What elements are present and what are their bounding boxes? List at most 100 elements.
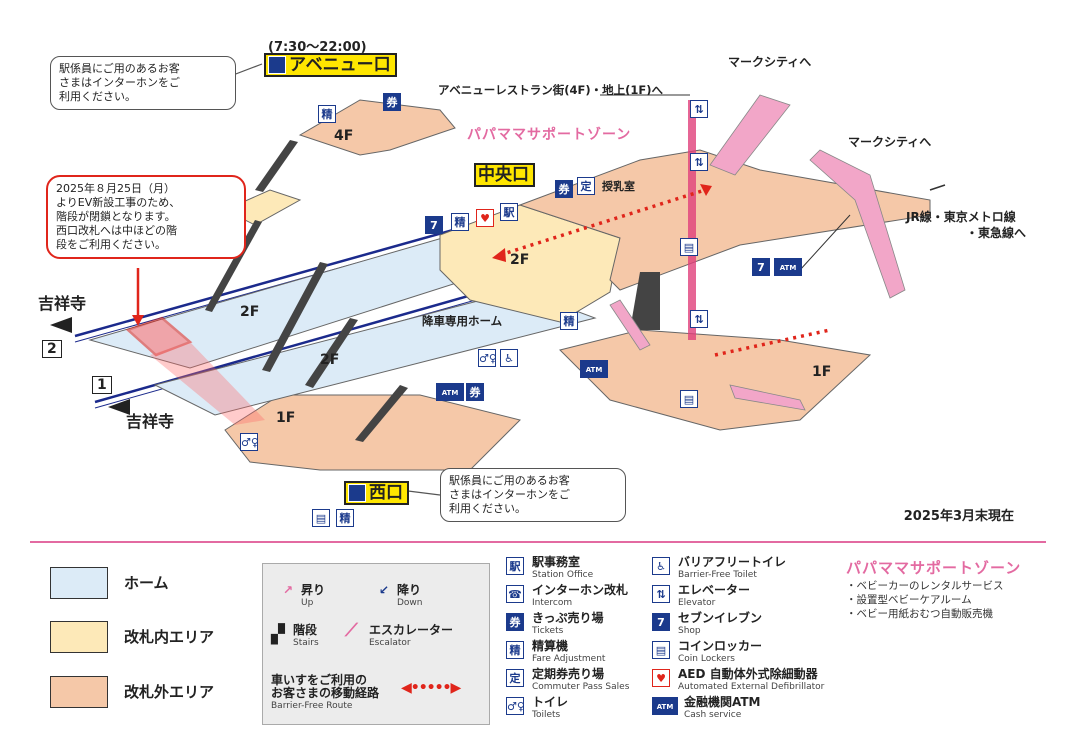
area-1f-east <box>559 329 872 431</box>
station-map <box>50 63 946 496</box>
track-2-badge: 2 <box>42 340 62 358</box>
coin-locker-icon: ▤ <box>652 641 670 659</box>
intercom-callout-bottom: 駅係員にご用のあるお客 さまはインターホンをご 利用ください。 <box>440 468 626 522</box>
floor-2f-platform-1: 2F <box>320 352 340 368</box>
legend-facility-ja: AED 自動体外式除細動器 <box>678 667 818 681</box>
commuter-pass-icon: 定 <box>577 177 595 195</box>
legend-facility-ja: エレベーター <box>678 583 751 597</box>
area-2f-outside-gate <box>518 149 931 291</box>
legend-facility-en: Commuter Pass Sales <box>532 682 630 692</box>
legend-down-en: Down <box>397 598 423 608</box>
tickets-icon: 券 <box>506 613 524 631</box>
stairs-icon: ▞ <box>271 624 285 645</box>
mark-city-label-1: マークシティへ <box>728 55 812 69</box>
intercom-callout-top: 駅係員にご用のあるお客 さまはインターホンをご 利用ください。 <box>50 56 236 110</box>
coin-locker-icon: ▤ <box>312 509 330 527</box>
floor-2f-platform-2: 2F <box>240 304 260 320</box>
central-exit-text: 中央口 <box>478 165 529 185</box>
legend-papamama-item: ・ベビーカーのレンタルサービス <box>846 580 1004 592</box>
stairs-main-c <box>305 318 358 388</box>
legend-swatch-platform <box>50 567 108 599</box>
atm-icon: ATM <box>774 258 802 276</box>
escalator-group <box>609 94 906 411</box>
papamama-zone-label: パパママサポートゾーン <box>467 127 632 143</box>
atm-icon: ATM <box>580 360 608 378</box>
atm-icon: ATM <box>652 697 678 715</box>
stairs-west <box>355 385 408 442</box>
legend-facility-en: Cash service <box>684 710 742 720</box>
avenue-restaurant-label: アベニューレストラン街(4F)・地上(1F)へ <box>438 83 664 97</box>
stairs-main-b <box>262 262 328 372</box>
escalator-icon: ⟋ <box>345 620 358 641</box>
legend-facility-ja: トイレ <box>532 695 569 709</box>
intercom-icon: ☎ <box>506 585 524 603</box>
shop-icon: 7 <box>752 258 770 276</box>
fare-adjustment-icon: 精 <box>318 105 336 123</box>
fare-adjustment-icon: 精 <box>336 509 354 527</box>
legend-facility-en: Tickets <box>532 626 564 636</box>
escalator-1f-south <box>609 299 651 351</box>
fare-adjustment-icon: 精 <box>506 641 524 659</box>
legend-swatch-inside-gate <box>50 621 108 653</box>
legend-facility-en: Coin Lockers <box>678 654 735 664</box>
aed-icon: ♥ <box>652 669 670 687</box>
notice-pointer-head <box>132 315 144 326</box>
avenue-exit-text: アベニュー口 <box>289 55 391 75</box>
legend-stairs-text: 階段 <box>293 623 318 637</box>
legend-facility-en: Elevator <box>678 598 716 608</box>
legend-facility-en: Barrier-Free Toilet <box>678 570 757 580</box>
legend-facility-ja: きっぷ売り場 <box>532 611 604 625</box>
legend-papamama-title: パパママサポートゾーン <box>846 559 1022 577</box>
jr-leader <box>929 184 946 191</box>
tickets-icon: 券 <box>466 383 484 401</box>
commuter-pass-icon: 定 <box>506 669 524 687</box>
shop-icon: 7 <box>425 216 443 234</box>
avenue-exit-label[interactable]: アベニュー口 <box>264 53 397 77</box>
kichijoji-label-top: 吉祥寺 <box>38 294 87 313</box>
shop-icon: 7 <box>652 613 670 631</box>
closed-stairs-highlight <box>125 316 193 357</box>
nursing-room-label: 授乳室 <box>602 180 635 193</box>
legend-papamama-item: ・設置型ベビーケアルーム <box>846 594 972 606</box>
legend-route-text-1: 車いすをご利用の <box>271 673 368 687</box>
aed-icon: ♥ <box>476 209 494 227</box>
alighting-platform-label: 降車専用ホーム <box>422 314 503 328</box>
tickets-icon: 券 <box>555 180 573 198</box>
elevator-shaft <box>688 100 696 340</box>
avenue-hours: (7:30〜22:00) <box>268 40 367 55</box>
station-office-icon: 駅 <box>506 557 524 575</box>
legend-facility-en: Station Office <box>532 570 594 580</box>
west-exit-label[interactable]: 西口 <box>344 481 409 505</box>
coin-locker-icon: ▤ <box>680 390 698 408</box>
arrow-kichijoji-bottom <box>108 399 130 415</box>
legend-label-outside-gate: 改札外エリア <box>124 683 215 701</box>
arrow-kichijoji-top <box>50 317 72 333</box>
barrier-free-route <box>499 188 831 357</box>
floor-4f: 4F <box>334 128 354 144</box>
legend-up-text: 昇り <box>301 583 326 597</box>
central-exit-label[interactable]: 中央口 <box>474 163 535 187</box>
elevator-icon: ⇅ <box>652 585 670 603</box>
route-arrow-left <box>492 248 506 262</box>
legend-route-text-2: お客さまの移動経路 <box>271 686 380 700</box>
escalator-mark-city-1 <box>709 94 791 176</box>
station-office-icon: 駅 <box>500 203 518 221</box>
legend-down-text: 降り <box>397 583 422 597</box>
jr-line-label-2: ・東急線へ <box>966 226 1027 240</box>
barrier-free-toilet-icon: ♿ <box>652 557 670 575</box>
legend-facility-ja: 金融機関ATM <box>684 695 761 709</box>
intercom-icon <box>348 484 366 502</box>
legend-divider <box>30 541 1046 543</box>
